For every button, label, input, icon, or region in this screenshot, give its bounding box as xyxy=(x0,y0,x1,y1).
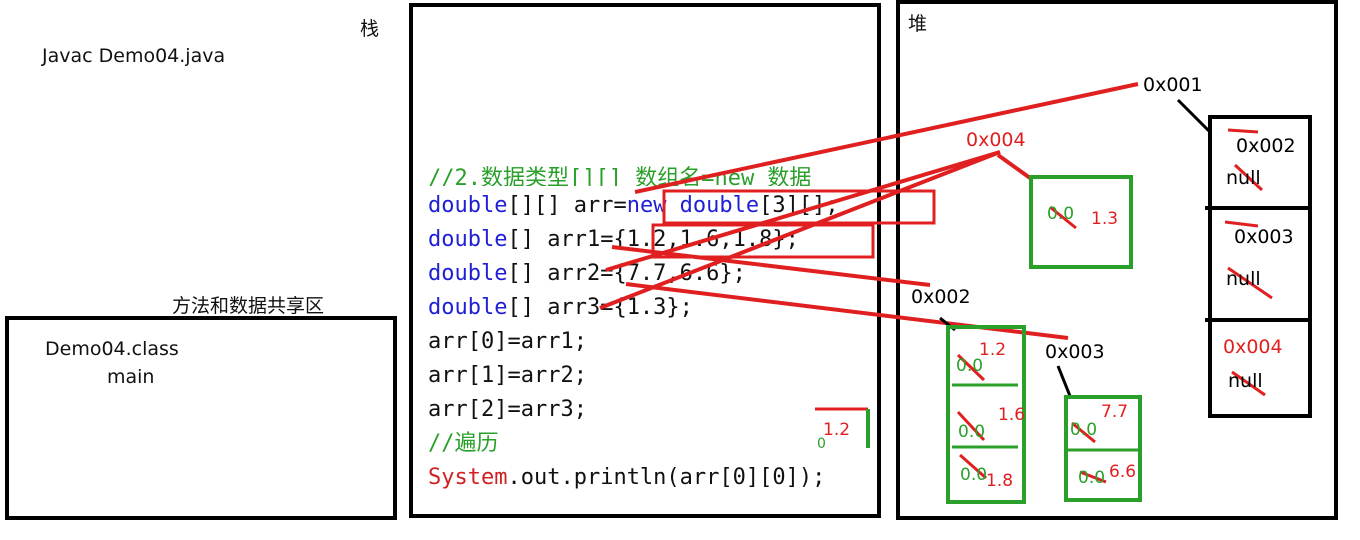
connector-0x003 xyxy=(1056,365,1072,397)
code-text: [] arr3={1.3}; xyxy=(507,295,693,320)
code-line-8: //遍历 xyxy=(428,431,499,456)
strike-arr2-0 xyxy=(1071,421,1096,444)
strike-arr1-1 xyxy=(956,410,986,442)
heap-label: 堆 xyxy=(908,13,928,35)
class-name-label: Demo04.class xyxy=(45,338,179,360)
strike-arr3-old xyxy=(1049,205,1077,230)
stack-box xyxy=(409,3,881,518)
strike-arr2-1 xyxy=(1079,470,1107,484)
ref-line-0x004-to-box xyxy=(996,153,1032,180)
addr-0x002-label: 0x002 xyxy=(911,286,971,308)
ref-line-0x002 xyxy=(611,245,931,287)
new-expression-highlight xyxy=(662,189,936,225)
arr1-0-new-value: 1.2 xyxy=(979,340,1007,360)
slot-0-old-value: null xyxy=(1226,167,1261,189)
arr1-0-old-value: 0.0 xyxy=(956,356,984,376)
stack-label: 栈 xyxy=(360,18,380,40)
connector-0x001 xyxy=(1176,98,1212,134)
strike-arr1-2 xyxy=(959,453,987,480)
addr-0x004-label: 0x004 xyxy=(966,129,1026,151)
slot-1-old-value: null xyxy=(1226,268,1261,290)
strike-slot-1-top xyxy=(1224,220,1259,228)
strike-slot-2-null xyxy=(1231,370,1266,397)
arr1-box xyxy=(946,325,1026,504)
slot-2-address: 0x004 xyxy=(1223,336,1283,358)
method-area-label: 方法和数据共享区 xyxy=(172,295,325,317)
method-area-box: Demo04.class main xyxy=(5,316,397,520)
ref-line-0x003 xyxy=(625,282,1069,340)
outer-array-box xyxy=(1208,115,1312,418)
code-new-keyword: new double xyxy=(626,193,760,218)
arr2-1-old-value: 0.0 xyxy=(1078,468,1106,488)
arr3-old-value: 0.0 xyxy=(1047,204,1075,224)
strike-slot-1-null xyxy=(1227,266,1273,300)
code-line-9: System.out.println(arr[0][0]); xyxy=(428,463,825,493)
ref-line-0x001 xyxy=(634,82,1139,194)
strike-arr1-0 xyxy=(956,353,986,382)
main-method-label: main xyxy=(107,366,155,388)
code-system: System xyxy=(428,465,508,490)
arr1-1-new-value: 1.6 xyxy=(998,405,1026,425)
code-line-5: arr[0]=arr1; xyxy=(428,329,587,354)
arr1-2-new-value: 1.8 xyxy=(986,471,1014,491)
code-line-4: double[] arr3={1.3}; xyxy=(428,293,693,323)
arr1-1-old-value: 0.0 xyxy=(958,422,986,442)
slot-2-old-value: null xyxy=(1228,370,1263,392)
strike-slot-0-null xyxy=(1233,163,1264,192)
addr-0x001-label: 0x001 xyxy=(1143,74,1203,96)
arr2-1-new-value: 6.6 xyxy=(1109,462,1137,482)
ref-line-0x004-b xyxy=(599,150,1001,310)
code-text: [][] arr= xyxy=(507,193,627,218)
ref-line-0x004-a xyxy=(605,150,1001,272)
arr2-0-new-value: 7.7 xyxy=(1101,402,1129,422)
stack-partial-value: 1.2 xyxy=(823,420,851,440)
heap-box xyxy=(896,0,1338,520)
arr1-init-highlight xyxy=(651,223,875,259)
code-line-1: double[][] arr=new double[3][]; xyxy=(428,191,839,221)
strike-slot-0-top xyxy=(1227,128,1259,134)
arr1-2-old-value: 0.0 xyxy=(960,465,988,485)
code-text: .out.println(arr[0][0]); xyxy=(507,465,826,490)
code-line-6: arr[1]=arr2; xyxy=(428,363,587,388)
arr2-0-old-value: 0.0 xyxy=(1070,420,1098,440)
code-keyword: double xyxy=(428,193,508,218)
code-line-7: arr[2]=arr3; xyxy=(428,397,587,422)
slot-0-address: 0x002 xyxy=(1236,135,1296,157)
arr3-new-value: 1.3 xyxy=(1091,209,1119,229)
code-keyword: double xyxy=(428,227,508,252)
addr-0x003-label: 0x003 xyxy=(1045,341,1105,363)
compile-command-label: Javac Demo04.java xyxy=(42,45,226,67)
arr3-box xyxy=(1029,175,1133,269)
code-keyword: double xyxy=(428,261,508,286)
slot-1-address: 0x003 xyxy=(1234,226,1294,248)
stack-partial-zero: 0 xyxy=(817,436,826,452)
code-keyword: double xyxy=(428,295,508,320)
